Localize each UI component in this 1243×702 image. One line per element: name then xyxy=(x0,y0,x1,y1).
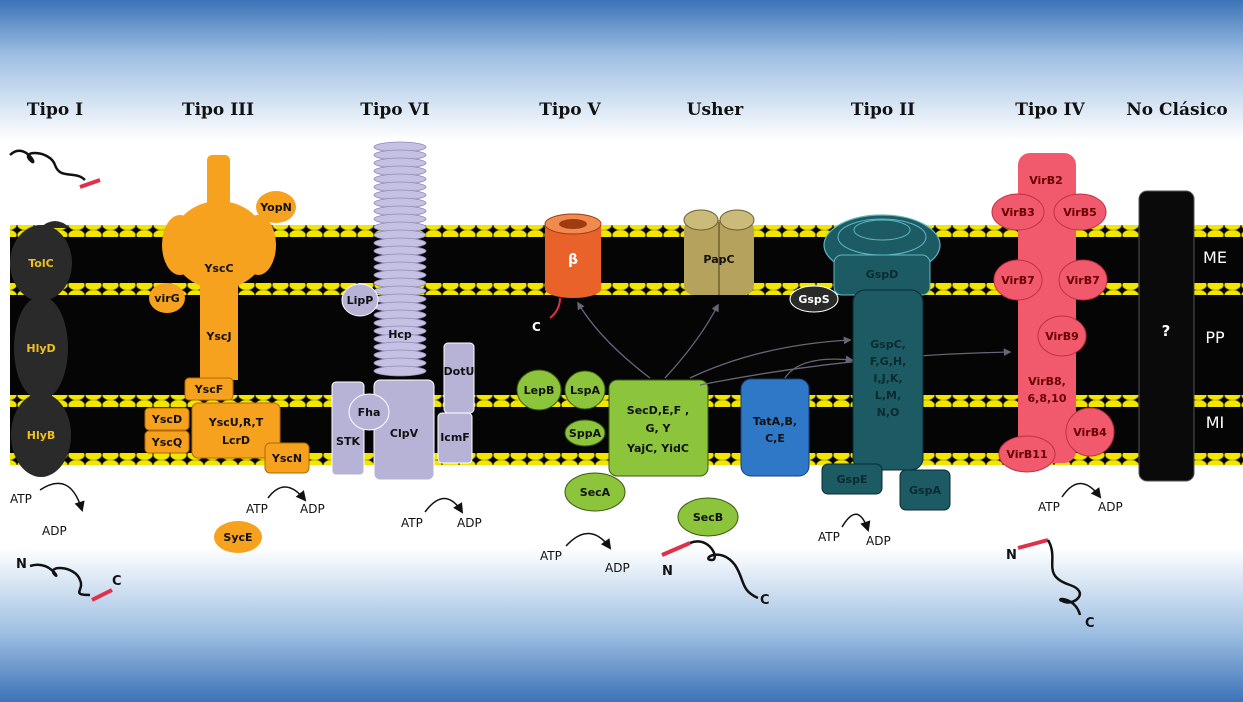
lspa-label: LspA xyxy=(570,384,600,397)
type1-c-terminus: C xyxy=(112,574,122,589)
type4-n-terminus: N xyxy=(1006,548,1017,563)
label-me: ME xyxy=(1203,248,1227,267)
virb3-label: VirB3 xyxy=(1001,206,1035,219)
virb7-left-label: VirB7 xyxy=(1001,274,1035,287)
type5-atp: ATP xyxy=(540,549,562,563)
yscq-label: YscQ xyxy=(151,436,182,449)
tat-label-2: C,E xyxy=(765,432,785,445)
sec-label-line2: G, Y xyxy=(645,422,671,435)
hcp-label: Hcp xyxy=(388,328,412,341)
type5-adp: ADP xyxy=(605,561,630,575)
yscf-label: YscF xyxy=(194,383,224,396)
virb8-label-2: 6,8,10 xyxy=(1028,392,1067,405)
dotu-shape xyxy=(444,343,474,413)
usher-n-terminus: N xyxy=(662,564,673,579)
yopn-label: YopN xyxy=(259,201,292,214)
title-tipo3: Tipo III xyxy=(182,100,254,120)
nonclassical-system: ? xyxy=(1139,191,1194,481)
sec-label-line3: YajC, YidC xyxy=(626,442,689,455)
yscc-shape xyxy=(171,201,267,289)
title-tipo4: Tipo IV xyxy=(1015,100,1085,120)
fha-label: Fha xyxy=(358,406,381,419)
type6-atp: ATP xyxy=(401,516,423,530)
nonclassical-label: ? xyxy=(1162,322,1171,340)
yscu-label: YscU,R,T xyxy=(208,416,264,429)
gspc-label-2: F,G,H, xyxy=(870,355,907,368)
type1-adp: ADP xyxy=(42,524,67,538)
beta-barrel-bottom xyxy=(545,280,601,298)
virb8-label-1: VirB8, xyxy=(1028,375,1066,388)
lipp-label: LipP xyxy=(347,294,374,307)
gspc-label-4: L,M, xyxy=(875,389,901,402)
type5-c-terminus: C xyxy=(532,320,541,334)
gspd-label: GspD xyxy=(866,268,899,281)
clpv-label: ClpV xyxy=(390,427,419,440)
stk-label: STK xyxy=(336,435,360,448)
title-tipo1: Tipo I xyxy=(27,100,83,120)
papc-top-left xyxy=(684,210,718,230)
label-mi: MI xyxy=(1206,413,1225,432)
yscj-label: YscJ xyxy=(205,330,231,343)
virb9-label: VirB9 xyxy=(1045,330,1079,343)
virg-label: virG xyxy=(154,292,179,305)
type2-atp: ATP xyxy=(818,530,840,544)
tat-label-1: TatA,B, xyxy=(753,415,797,428)
title-tipo2: Tipo II xyxy=(851,100,915,120)
title-tipo5: Tipo V xyxy=(539,100,601,120)
title-tipo6: Tipo VI xyxy=(360,100,429,120)
virb11-label: VirB11 xyxy=(1006,448,1047,461)
sppa-label: SppA xyxy=(569,427,602,440)
type6-adp: ADP xyxy=(457,516,482,530)
gspa-label: GspA xyxy=(909,484,941,497)
papc-top-right xyxy=(720,210,754,230)
hcp-ring xyxy=(374,366,426,376)
title-usher: Usher xyxy=(687,100,745,120)
type4-atp: ATP xyxy=(1038,500,1060,514)
gspe-label: GspE xyxy=(837,473,868,486)
sec-label-line1: SecD,E,F , xyxy=(627,404,689,417)
gspc-label-5: N,O xyxy=(877,406,900,419)
tolc-label: TolC xyxy=(28,257,53,270)
hlyd-label: HlyD xyxy=(26,342,55,355)
type2-adp: ADP xyxy=(866,534,891,548)
type3-atp: ATP xyxy=(246,502,268,516)
yscd-label: YscD xyxy=(151,413,182,426)
yscn-label: YscN xyxy=(271,452,302,465)
gsps-label: GspS xyxy=(798,293,829,306)
icmf-label: IcmF xyxy=(440,431,470,444)
label-pp: PP xyxy=(1205,328,1225,347)
seca-label: SecA xyxy=(580,486,611,499)
virb7-right-label: VirB7 xyxy=(1066,274,1100,287)
type1-atp: ATP xyxy=(10,492,32,506)
virb4-label: VirB4 xyxy=(1073,426,1107,439)
type4-c-terminus: C xyxy=(1085,616,1095,631)
beta-label: β xyxy=(568,252,578,268)
syce-label: SycE xyxy=(223,531,252,544)
secb-label: SecB xyxy=(693,511,723,524)
virb2-label: VirB2 xyxy=(1029,174,1063,187)
papc-label: PapC xyxy=(703,253,734,266)
lepb-label: LepB xyxy=(524,384,555,397)
type1-n-terminus: N xyxy=(16,557,27,572)
lcrd-label: LcrD xyxy=(222,434,250,447)
hlyb-label: HlyB xyxy=(27,429,56,442)
virb5-label: VirB5 xyxy=(1063,206,1097,219)
title-noclasico: No Clásico xyxy=(1126,100,1228,120)
usher-c-terminus: C xyxy=(760,593,770,608)
gspc-label-1: GspC, xyxy=(870,338,906,351)
type3-adp: ADP xyxy=(300,502,325,516)
gspc-label-3: I,J,K, xyxy=(873,372,902,385)
dotu-label: DotU xyxy=(444,365,475,378)
yscc-label: YscC xyxy=(203,262,233,275)
type4-adp: ADP xyxy=(1098,500,1123,514)
beta-barrel-pore xyxy=(559,219,587,229)
